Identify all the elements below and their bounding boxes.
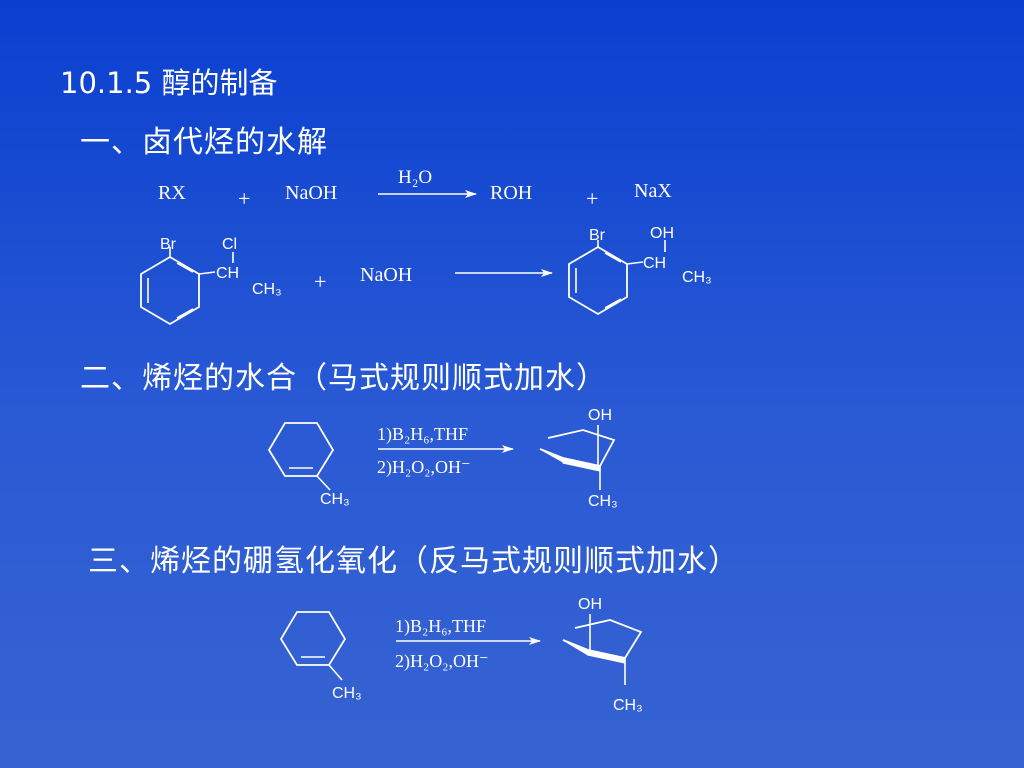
r1-reactant-a: RX [158, 182, 186, 204]
r3-reagent-2: 2)H₂O₂,OH⁻ [377, 457, 471, 478]
r2-benzene-ring [140, 255, 200, 326]
r1-plus-1: + [238, 186, 250, 211]
r4-product-oh-label: OH [578, 596, 602, 613]
r4-reagent-1: 1)B₂H₆,THF [395, 616, 486, 637]
r1-product-b: NaX [634, 180, 672, 202]
section2-heading: 二、烯烃的水合（马式规则顺式加水） [80, 361, 607, 396]
r4-ch3-label: CH₃ [332, 685, 362, 702]
r2-product-benzene-ring [568, 245, 628, 316]
r1-plus-2: + [586, 186, 598, 211]
reaction2: Br Cl CH CH₃ + NaOH Br OH CH CH₃ [140, 225, 712, 326]
reaction4: CH₃ 1)B₂H₆,THF 2)H₂O₂,OH⁻ OH CH₃ [279, 596, 643, 714]
reaction3: CH₃ 1)B₂H₆,THF 2)H₂O₂,OH⁻ OH CH₃ [267, 407, 618, 510]
r1-reactant-b: NaOH [285, 182, 337, 204]
r4-product-ch3-label: CH₃ [613, 697, 643, 714]
r2-br-label: Br [160, 236, 177, 253]
slide-title: 10.1.5 醇的制备 [60, 66, 278, 100]
r3-ch3-label: CH₃ [320, 491, 350, 508]
r2-plus: + [314, 269, 326, 294]
r4-reagent-2: 2)H₂O₂,OH⁻ [395, 651, 489, 672]
section3-heading: 三、烯烃的硼氢化氧化（反马式规则顺式加水） [88, 544, 739, 579]
r2-ch-label: CH [216, 265, 239, 282]
section1-heading: 一、卤代烃的水解 [80, 125, 328, 160]
r2-product-br-label: Br [589, 227, 606, 244]
r2-reagent: NaOH [360, 264, 412, 286]
r2-product-ch-label: CH [643, 255, 666, 272]
r3-reagent-1: 1)B₂H₆,THF [377, 424, 468, 445]
r3-product-oh-label: OH [588, 407, 612, 424]
r2-cl-label: Cl [222, 236, 237, 253]
r2-ch3-label: CH₃ [252, 281, 282, 298]
reaction1: RX + NaOH H₂O ROH + NaX [158, 167, 672, 211]
r3-product-ch3-label: CH₃ [588, 493, 618, 510]
r1-product-a: ROH [490, 182, 532, 204]
r1-reagent: H₂O [398, 167, 432, 188]
r2-product-ch3-label: CH₃ [682, 269, 712, 286]
r2-product-oh-label: OH [650, 225, 674, 242]
r4-chair-ring [562, 619, 643, 660]
